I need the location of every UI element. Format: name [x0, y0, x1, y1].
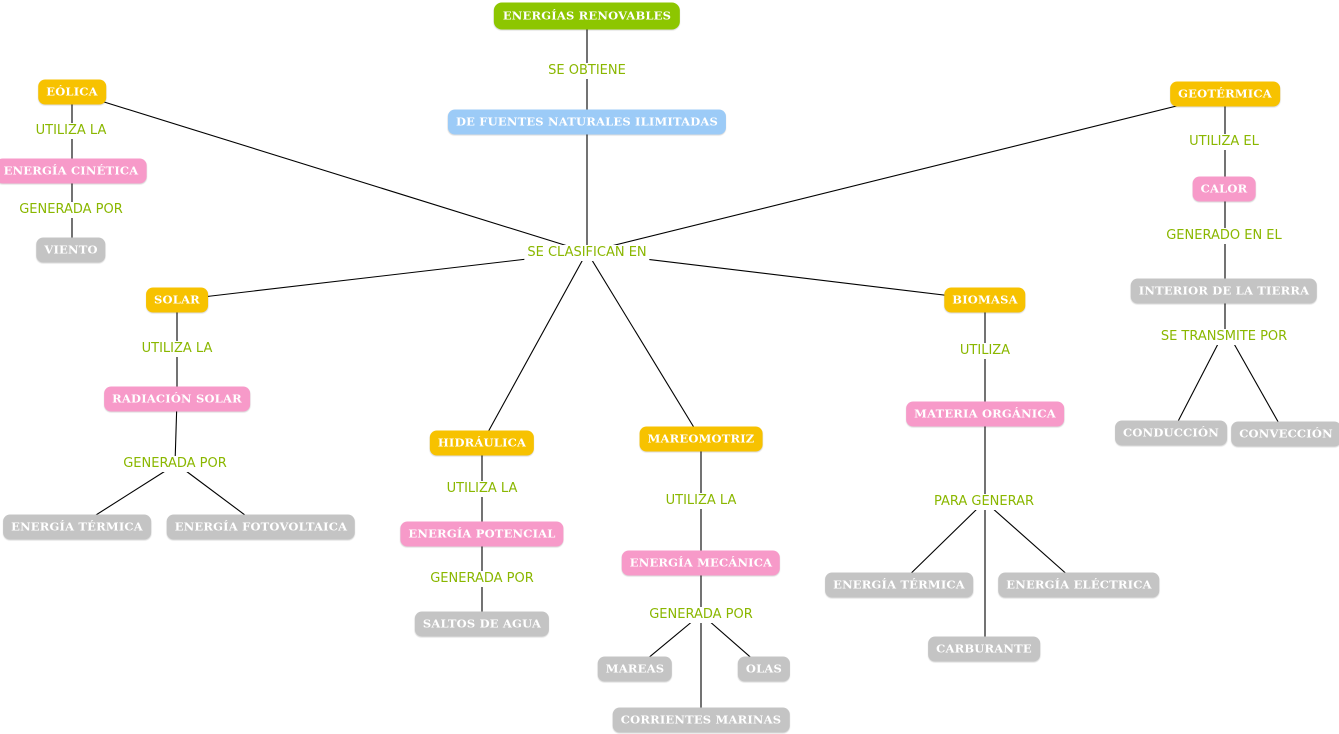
connector-line [176, 251, 588, 301]
resource-node-biomasa[interactable]: MATERIA ORGÁNICA [906, 401, 1064, 427]
item-node-mareas[interactable]: MAREAS [597, 656, 673, 682]
item-node-energia-electrica[interactable]: ENERGÍA ELÉCTRICA [998, 572, 1160, 598]
item-node-viento[interactable]: VIENTO [36, 237, 106, 263]
link-label: GENERADA POR [120, 456, 230, 472]
detail-node-interior-tierra[interactable]: INTERIOR DE LA TIERRA [1130, 278, 1318, 304]
resource-node-hidraulica[interactable]: ENERGÍA POTENCIAL [400, 521, 564, 547]
connector-line [990, 506, 1080, 586]
connector-line [71, 91, 588, 253]
link-label: UTILIZA LA [662, 493, 740, 509]
root-node[interactable]: ENERGÍAS RENOVABLES [493, 2, 681, 30]
item-node-saltos-de-agua[interactable]: SALTOS DE AGUA [414, 611, 550, 637]
link-label: GENERADO EN EL [1163, 228, 1285, 244]
item-node-energia-termica[interactable]: ENERGÍA TÉRMICA [3, 514, 151, 540]
item-node-carburante[interactable]: CARBURANTE [928, 636, 1040, 662]
type-node-geotermica[interactable]: GEOTÉRMICA [1170, 81, 1280, 107]
item-node-olas[interactable]: OLAS [737, 656, 791, 682]
resource-node-eolica[interactable]: ENERGÍA CINÉTICA [0, 158, 147, 184]
connector-line [898, 506, 980, 586]
link-label: UTILIZA [956, 343, 1014, 359]
connector-line [481, 251, 588, 444]
link-label: UTILIZA LA [138, 341, 216, 357]
item-node-conveccion[interactable]: CONVECCIÓN [1231, 421, 1339, 447]
type-node-solar[interactable]: SOLAR [146, 287, 208, 313]
connector-line [586, 93, 1226, 253]
link-label: SE OBTIENE [545, 63, 629, 79]
hub-label: SE CLASIFICAN EN [524, 245, 650, 261]
type-node-biomasa[interactable]: BIOMASA [944, 287, 1026, 313]
connector-line [586, 251, 986, 301]
link-label: UTILIZA LA [443, 481, 521, 497]
link-label: SE TRANSMITE POR [1157, 329, 1291, 345]
link-label: GENERADA POR [16, 202, 126, 218]
link-label: GENERADA POR [646, 607, 756, 623]
resource-node-mareomotriz[interactable]: ENERGÍA MECÁNICA [621, 550, 781, 576]
resource-node-geotermica[interactable]: CALOR [1192, 176, 1256, 202]
item-node-energia-termica[interactable]: ENERGÍA TÉRMICA [825, 572, 973, 598]
type-node-eolica[interactable]: EÓLICA [38, 79, 106, 105]
link-label: PARA GENERAR [930, 494, 1038, 510]
connector-line [1232, 341, 1286, 435]
connector-line [586, 251, 702, 440]
item-node-conduccion[interactable]: CONDUCCIÓN [1115, 420, 1227, 446]
source-node[interactable]: DE FUENTES NATURALES ILIMITADAS [447, 109, 727, 135]
resource-node-solar[interactable]: RADIACIÓN SOLAR [104, 386, 250, 412]
connector-line [1171, 341, 1220, 434]
link-label: GENERADA POR [427, 571, 537, 587]
link-label: UTILIZA LA [32, 123, 110, 139]
item-node-corrientes-marinas[interactable]: CORRIENTES MARINAS [612, 707, 790, 733]
link-label: UTILIZA EL [1186, 134, 1262, 150]
type-node-mareomotriz[interactable]: MAREOMOTRIZ [639, 426, 763, 452]
type-node-hidraulica[interactable]: HIDRÁULICA [429, 430, 535, 456]
item-node-energia-fotovoltaica[interactable]: ENERGÍA FOTOVOLTAICA [166, 514, 356, 540]
